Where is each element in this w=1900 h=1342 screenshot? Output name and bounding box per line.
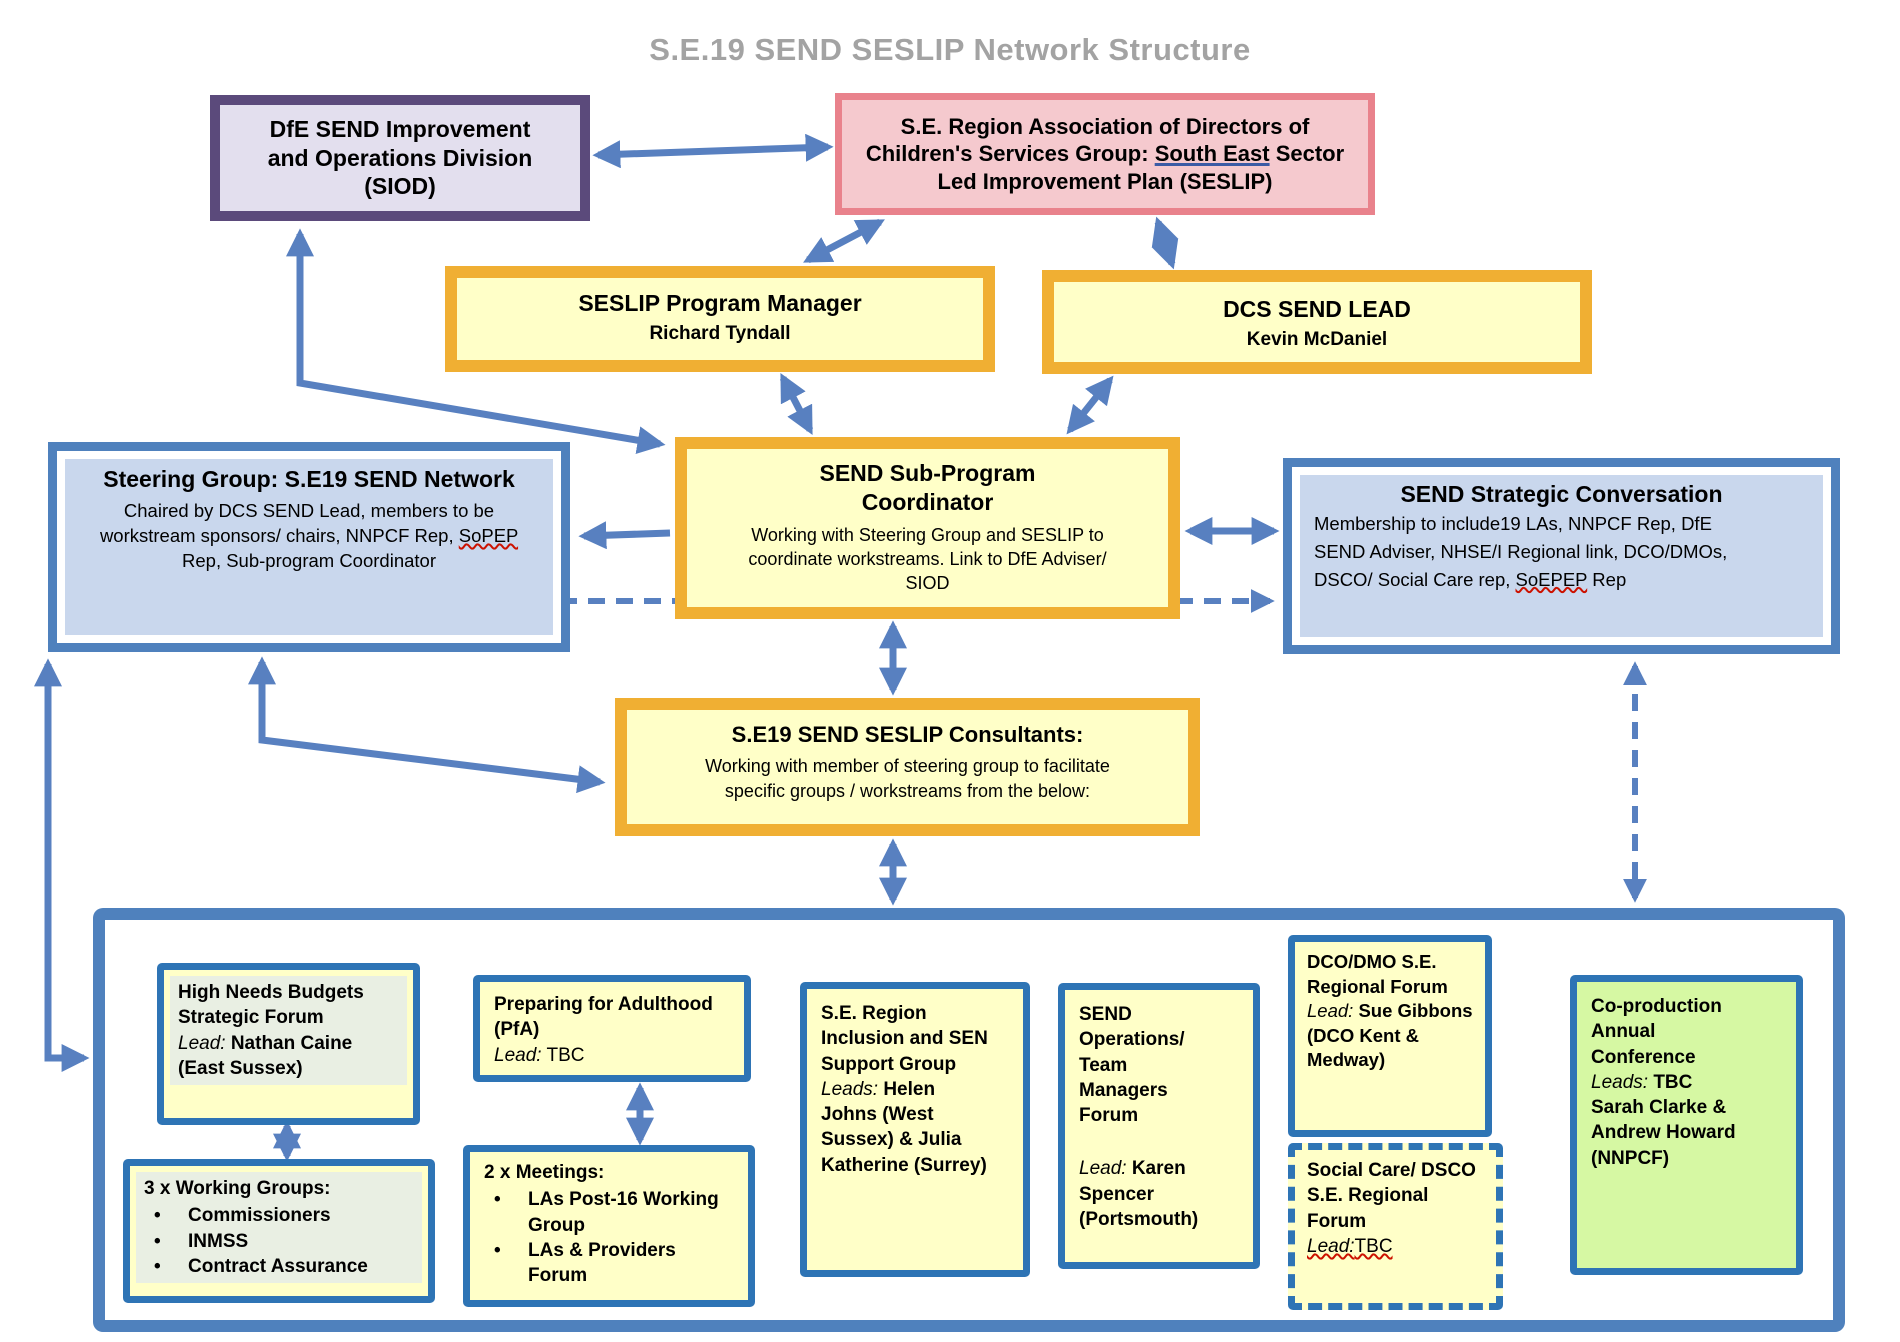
node-dcs-send-lead: DCS SEND LEAD Kevin McDaniel (1042, 270, 1592, 374)
steering-body: Chaired by DCS SEND Lead, members to be … (99, 499, 519, 574)
arrow-dfe-adcs (592, 133, 834, 169)
strategic-body-part1: Membership to include19 LAs, NNPCF Rep, … (1314, 513, 1728, 590)
inclusion-lead-name: Helen Johns (West Sussex) & Julia Kather… (821, 1078, 987, 1176)
pfa-lead-label: Lead: (494, 1044, 542, 1066)
strategic-inner: SEND Strategic Conversation Membership t… (1300, 475, 1823, 637)
arrow-steering-bottom-elbow (34, 658, 90, 1072)
node-seslip-program-manager: SESLIP Program Manager Richard Tyndall (445, 266, 995, 372)
adcs-label-underlined: South East (1154, 141, 1270, 167)
working-group-item: Commissioners (144, 1203, 402, 1229)
consultants-body: Working with member of steering group to… (705, 756, 1110, 802)
arrow-dcs-coordinator (1066, 375, 1114, 435)
meetings-item: LAs Post-16 Working Group (484, 1187, 734, 1238)
working-group-item: Contract Assurance (144, 1254, 402, 1280)
steering-body-misspelled: SoPEP (458, 524, 519, 546)
arrow-steering-consultants (248, 656, 606, 794)
adcs-label-part1: S.E. Region Association of Directors of … (865, 113, 1310, 167)
node-dfe-siod: DfE SEND Improvement and Operations Divi… (210, 95, 590, 221)
pfa-lead-name: TBC (546, 1044, 585, 1066)
steering-body-part2: Rep, Sub-program Coordinator (182, 549, 436, 571)
node-2x-meetings: 2 x Meetings: LAs Post-16 Working Group … (463, 1145, 755, 1307)
coordinator-title: SEND Sub-Program Coordinator (819, 460, 1036, 515)
dcs-name: Kevin McDaniel (1246, 329, 1388, 350)
pm-title: SESLIP Program Manager (578, 290, 862, 316)
inclusion-lead-label: Leads: (821, 1078, 879, 1100)
node-coproduction-annual-conference: Co-production Annual Conference Leads: T… (1570, 975, 1803, 1275)
coproduction-lead-name: TBC Sarah Clarke & Andrew Howard (NNPCF) (1591, 1071, 1736, 1169)
operations-title: SEND Operations/ Team Managers Forum (1079, 1004, 1185, 1127)
arrow-coordinator-steering (578, 521, 671, 550)
arrow-dfe-coordinator (286, 228, 666, 455)
working-groups-title: 3 x Working Groups: (144, 1178, 331, 1199)
social-care-lead-label: Lead: (1307, 1235, 1355, 1257)
arrow-adcs-pm (803, 218, 885, 264)
strategic-body-misspelled: SoEPEP (1515, 568, 1588, 590)
node-dfe-label: DfE SEND Improvement and Operations Divi… (267, 115, 533, 200)
social-care-lead: Lead:TBC (1307, 1236, 1393, 1257)
node-inclusion-sen-support-group: S.E. Region Inclusion and SEN Support Gr… (800, 982, 1030, 1277)
coproduction-title: Co-production Annual Conference (1591, 996, 1722, 1068)
strategic-title: SEND Strategic Conversation (1400, 481, 1723, 507)
node-dco-dmo-regional-forum: DCO/DMO S.E. Regional Forum Lead: Sue Gi… (1288, 935, 1492, 1137)
dco-title: DCO/DMO S.E. Regional Forum (1307, 951, 1448, 997)
working-groups-highlight: 3 x Working Groups: Commissioners INMSS … (136, 1172, 422, 1284)
operations-lead-name: Karen Spencer (Portsmouth) (1079, 1158, 1199, 1230)
high-needs-lead-name: Nathan Caine (East Sussex) (178, 1032, 353, 1079)
steering-title: Steering Group: S.E19 SEND Network (103, 466, 515, 492)
high-needs-title: High Needs Budgets Strategic Forum (178, 982, 364, 1029)
coproduction-lead-label: Leads: (1591, 1071, 1649, 1093)
pfa-title: Preparing for Adulthood (PfA) (494, 994, 713, 1041)
pm-name: Richard Tyndall (649, 323, 791, 344)
steering-body-part1: Chaired by DCS SEND Lead, members to be … (99, 499, 495, 546)
high-needs-lead-label: Lead: (178, 1032, 226, 1054)
steering-inner: Steering Group: S.E19 SEND Network Chair… (65, 459, 553, 635)
strategic-body: Membership to include19 LAs, NNPCF Rep, … (1314, 510, 1744, 593)
node-send-operations-forum: SEND Operations/ Team Managers Forum Lea… (1058, 983, 1260, 1269)
meetings-item: LAs & Providers Forum (484, 1238, 734, 1289)
arrow-adcs-dcs (1151, 216, 1179, 270)
operations-lead: Lead: Karen Spencer (Portsmouth) (1079, 1156, 1239, 1232)
dco-lead-name: Sue Gibbons (DCO Kent & Medway) (1307, 1000, 1473, 1071)
operations-lead-label: Lead: (1079, 1158, 1127, 1180)
dco-lead-label: Lead: (1307, 1000, 1354, 1022)
node-adcs-seslip: S.E. Region Association of Directors of … (835, 93, 1375, 215)
consultants-title: S.E19 SEND SESLIP Consultants: (731, 722, 1084, 747)
arrow-pm-coordinator (779, 373, 814, 435)
node-send-strategic-conversation: SEND Strategic Conversation Membership t… (1283, 458, 1840, 654)
coordinator-body: Working with Steering Group and SESLIP t… (748, 524, 1107, 594)
node-preparing-for-adulthood: Preparing for Adulthood (PfA) Lead: TBC (473, 975, 751, 1082)
node-high-needs-budgets-forum: High Needs Budgets Strategic Forum Lead:… (157, 963, 420, 1125)
coproduction-text: Co-production Annual Conference Leads: T… (1591, 994, 1743, 1171)
meetings-title: 2 x Meetings: (484, 1162, 605, 1183)
social-care-lead-name: TBC (1354, 1235, 1393, 1257)
inclusion-title: S.E. Region Inclusion and SEN Support Gr… (821, 1003, 988, 1075)
node-adcs-label: S.E. Region Association of Directors of … (856, 113, 1354, 196)
page-title: S.E.19 SEND SESLIP Network Structure (649, 32, 1251, 67)
workstreams-container: High Needs Budgets Strategic Forum Lead:… (93, 908, 1845, 1332)
node-send-subprogram-coordinator: SEND Sub-Program Coordinator Working wit… (675, 437, 1180, 619)
inclusion-text: S.E. Region Inclusion and SEN Support Gr… (821, 1001, 993, 1178)
node-steering-group: Steering Group: S.E19 SEND Network Chair… (48, 442, 570, 652)
high-needs-highlight: High Needs Budgets Strategic Forum Lead:… (170, 976, 407, 1086)
strategic-body-part2: Rep (1587, 568, 1627, 590)
node-social-care-dsco-forum: Social Care/ DSCO S.E. Regional Forum Le… (1288, 1143, 1503, 1310)
social-care-title: Social Care/ DSCO S.E. Regional Forum (1307, 1160, 1476, 1232)
node-3x-working-groups: 3 x Working Groups: Commissioners INMSS … (123, 1159, 435, 1303)
working-group-item: INMSS (144, 1229, 402, 1255)
dcs-title: DCS SEND LEAD (1223, 296, 1411, 322)
node-seslip-consultants: S.E19 SEND SESLIP Consultants: Working w… (615, 698, 1200, 836)
adcs-label-part2: Sector Led Improvement Plan (SESLIP) (937, 141, 1345, 194)
working-groups-list: Commissioners INMSS Contract Assurance (144, 1203, 414, 1279)
meetings-list: LAs Post-16 Working Group LAs & Provider… (484, 1187, 734, 1288)
